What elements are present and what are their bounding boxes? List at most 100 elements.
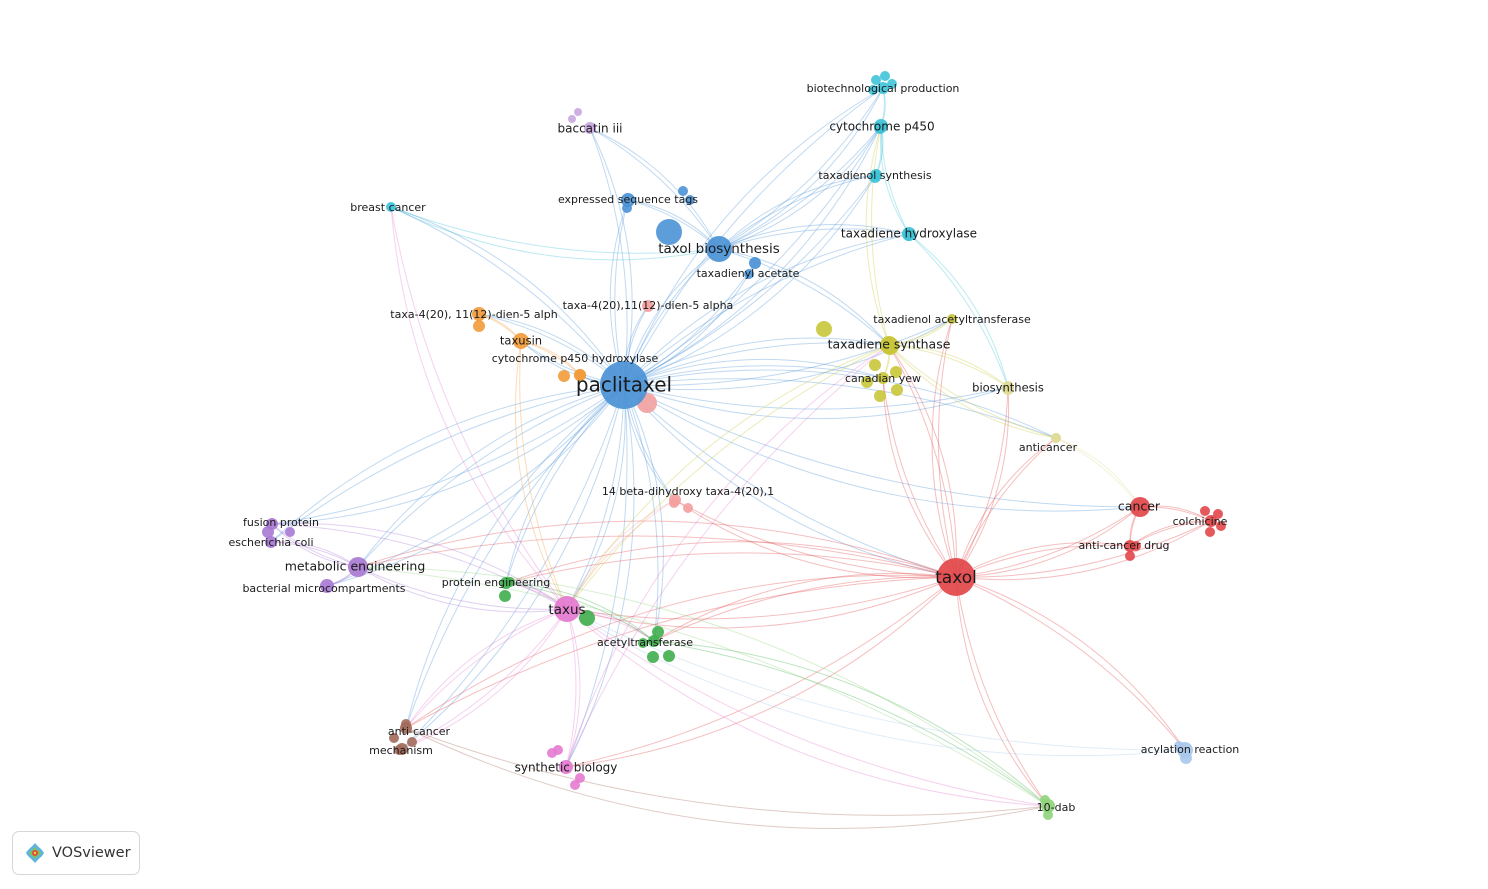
label-anticancer[interactable]: anticancer: [1019, 441, 1078, 454]
cluster-member-node[interactable]: [869, 359, 881, 371]
label-taxadiene-hydroxylase[interactable]: taxadiene hydroxylase: [841, 227, 977, 241]
node-taxol-biosynthesis[interactable]: [706, 236, 732, 262]
node-paclitaxel[interactable]: [600, 361, 648, 409]
label-taxadiene-synthase[interactable]: taxadiene synthase: [828, 337, 951, 352]
cluster-member-node[interactable]: [558, 370, 570, 382]
label-acylation-reaction[interactable]: acylation reaction: [1141, 743, 1240, 756]
label-expressed-sequence-tags[interactable]: expressed sequence tags: [558, 193, 698, 206]
cluster-member-node[interactable]: [685, 195, 695, 205]
node-canadian-yew[interactable]: [877, 372, 889, 384]
cluster-member-node[interactable]: [647, 651, 659, 663]
node-anticancer-drug[interactable]: [1124, 540, 1136, 552]
cluster-member-node[interactable]: [874, 390, 886, 402]
label-taxol[interactable]: taxol: [935, 568, 977, 588]
node-colchicine[interactable]: [1205, 515, 1217, 527]
label-synthetic-biology[interactable]: synthetic biology: [515, 761, 618, 775]
label-mechanism[interactable]: mechanism: [369, 744, 433, 757]
node-taxadiene-synthase[interactable]: [880, 336, 898, 354]
node-fusion-protein[interactable]: [266, 518, 278, 530]
node-cyp450-hydroxylase[interactable]: [574, 369, 586, 381]
node-metabolic-engineering[interactable]: [348, 557, 368, 577]
node-mechanism[interactable]: [396, 743, 408, 755]
label-dihydroxy[interactable]: 14 beta-dihydroxy taxa-4(20),1: [602, 485, 774, 498]
cluster-member-node[interactable]: [744, 269, 754, 279]
cluster-member-node[interactable]: [871, 75, 881, 85]
cluster-member-node[interactable]: [1125, 551, 1135, 561]
node-taxadienyl-acetate[interactable]: [749, 257, 761, 269]
label-taxa-alph-a[interactable]: taxa-4(20), 11(12)-dien-5 alph: [390, 308, 557, 321]
cluster-member-node[interactable]: [656, 219, 682, 245]
node-taxadiene-hydroxylase[interactable]: [902, 227, 916, 241]
node-taxa-alph-a[interactable]: [472, 307, 486, 321]
node-synthetic-biology[interactable]: [559, 760, 573, 774]
cluster-member-node[interactable]: [868, 85, 878, 95]
node-protein-engineering[interactable]: [500, 577, 512, 589]
label-taxol-biosynthesis[interactable]: taxol biosynthesis: [658, 241, 780, 257]
label-cancer[interactable]: cancer: [1118, 499, 1161, 514]
cluster-member-node[interactable]: [389, 733, 399, 743]
cluster-member-node[interactable]: [887, 79, 897, 89]
cluster-member-node[interactable]: [683, 503, 693, 513]
node-taxadienol-synthesis[interactable]: [870, 169, 882, 181]
node-taxa-alpha-b[interactable]: [642, 300, 654, 312]
node-dihydroxy[interactable]: [669, 494, 681, 506]
cluster-member-node[interactable]: [891, 384, 903, 396]
node-dab10[interactable]: [1041, 799, 1055, 813]
node-taxadienol-acetyltransferase[interactable]: [947, 314, 957, 324]
node-taxusin[interactable]: [513, 333, 529, 349]
node-anticancer[interactable]: [1051, 433, 1061, 443]
label-cytochrome-p450[interactable]: cytochrome p450: [829, 120, 934, 134]
cluster-member-node[interactable]: [652, 626, 664, 638]
cluster-member-node[interactable]: [638, 638, 648, 648]
label-taxa-alpha-b[interactable]: taxa-4(20),11(12)-dien-5 alpha: [563, 299, 734, 312]
label-colchicine[interactable]: colchicine: [1173, 515, 1228, 528]
cluster-member-node[interactable]: [568, 115, 576, 123]
node-escherichia-coli[interactable]: [265, 536, 277, 548]
cluster-member-node[interactable]: [1205, 527, 1215, 537]
node-baccatin-iii[interactable]: [584, 122, 596, 134]
node-biosynthesis[interactable]: [1002, 381, 1014, 393]
node-acylation-reaction[interactable]: [1177, 742, 1193, 758]
node-biotechnological-production[interactable]: [877, 82, 889, 94]
label-biotechnological-production[interactable]: biotechnological production: [807, 82, 960, 95]
vosviewer-logo[interactable]: VOSviewer: [12, 831, 140, 875]
label-taxadienol-synthesis[interactable]: taxadienol synthesis: [818, 169, 931, 182]
node-cytochrome-p450[interactable]: [874, 119, 888, 133]
label-anticancer-drug[interactable]: anti-cancer drug: [1078, 539, 1169, 552]
label-baccatin-iii[interactable]: baccatin iii: [558, 122, 623, 136]
label-taxadienyl-acetate[interactable]: taxadienyl acetate: [697, 267, 800, 280]
label-protein-engineering[interactable]: protein engineering: [442, 576, 550, 589]
node-anti-cancer[interactable]: [400, 722, 412, 734]
label-escherichia-coli[interactable]: escherichia coli: [228, 536, 313, 549]
cluster-member-node[interactable]: [816, 321, 832, 337]
node-bacterial-microcompartments[interactable]: [320, 579, 334, 593]
label-metabolic-engineering[interactable]: metabolic engineering: [285, 559, 426, 574]
cluster-member-node[interactable]: [1213, 509, 1223, 519]
label-taxusin[interactable]: taxusin: [500, 334, 542, 348]
cluster-member-node[interactable]: [880, 71, 890, 81]
node-cancer[interactable]: [1130, 497, 1150, 517]
node-taxol[interactable]: [937, 558, 975, 596]
cluster-member-node[interactable]: [1200, 506, 1210, 516]
node-breast-cancer[interactable]: [386, 202, 396, 212]
label-biosynthesis[interactable]: biosynthesis: [972, 381, 1044, 395]
cluster-member-node[interactable]: [285, 527, 295, 537]
label-cyp450-hydroxylase[interactable]: cytochrome p450 hydroxylase: [492, 352, 659, 365]
cluster-member-node[interactable]: [499, 590, 511, 602]
cluster-member-node[interactable]: [663, 650, 675, 662]
cluster-member-node[interactable]: [579, 610, 595, 626]
node-taxus[interactable]: [554, 596, 580, 622]
cluster-member-node[interactable]: [1216, 521, 1226, 531]
label-taxadienol-acetyltransferase[interactable]: taxadienol acetyltransferase: [873, 313, 1031, 326]
node-expressed-sequence-tags[interactable]: [621, 193, 635, 207]
label-acetyltransferase[interactable]: acetyltransferase: [597, 636, 693, 649]
cluster-member-node[interactable]: [574, 108, 582, 116]
label-taxus[interactable]: taxus: [548, 602, 585, 618]
label-anti-cancer[interactable]: anti-cancer: [388, 725, 451, 738]
cluster-member-node[interactable]: [890, 366, 902, 378]
node-acetyltransferase[interactable]: [648, 635, 660, 647]
label-fusion-protein[interactable]: fusion protein: [243, 516, 319, 529]
cluster-member-node[interactable]: [407, 737, 417, 747]
cluster-member-node[interactable]: [575, 773, 585, 783]
label-breast-cancer[interactable]: breast cancer: [350, 201, 426, 214]
